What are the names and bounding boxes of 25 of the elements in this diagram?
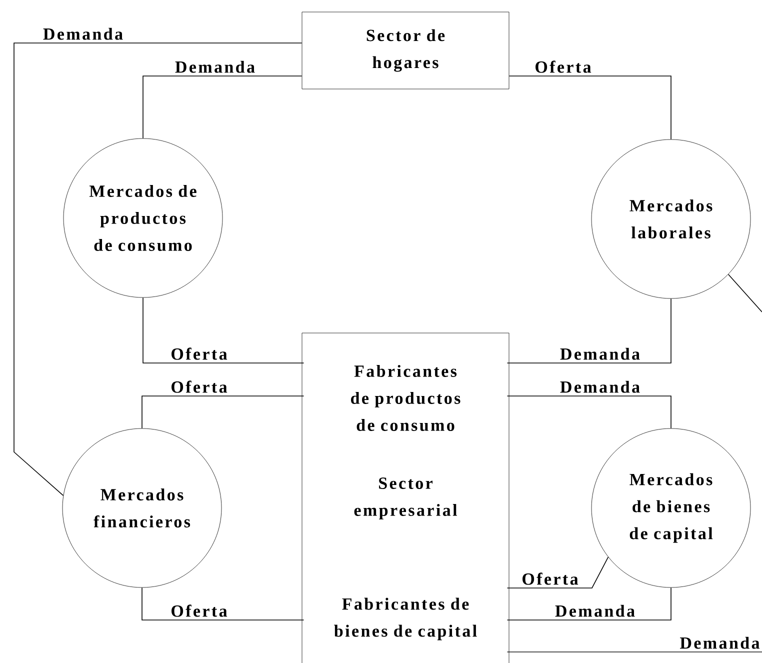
connector-line — [142, 587, 304, 620]
connector-line — [14, 42, 302, 496]
edge-label: Oferta — [170, 604, 228, 618]
edge-label: Demanda — [558, 346, 642, 361]
process-box: Sector de hogares — [302, 12, 510, 90]
edge-label: Demanda — [678, 636, 761, 650]
edge-label: Oferta — [520, 572, 580, 586]
connector-line — [508, 76, 672, 140]
box-section: Fabricantes de bienes de capital — [334, 598, 477, 640]
connector-line — [506, 396, 672, 429]
connector-line — [506, 556, 609, 588]
box-section: Fabricantes de productos de consumo — [351, 365, 460, 431]
connector-line — [142, 76, 302, 139]
connector-line — [142, 396, 304, 429]
edge-label: Demanda — [554, 604, 636, 618]
edge-label: Demanda — [174, 60, 256, 74]
edge-label: Oferta — [170, 380, 228, 394]
edge-label: Demanda — [42, 26, 124, 41]
connector-line — [728, 274, 762, 312]
edge-label: Oferta — [534, 60, 592, 74]
edge-label: Oferta — [170, 346, 228, 361]
connector-line — [506, 298, 672, 364]
connector-line — [506, 587, 672, 620]
connector-line — [142, 297, 304, 364]
edge-label: Demanda — [558, 380, 642, 394]
